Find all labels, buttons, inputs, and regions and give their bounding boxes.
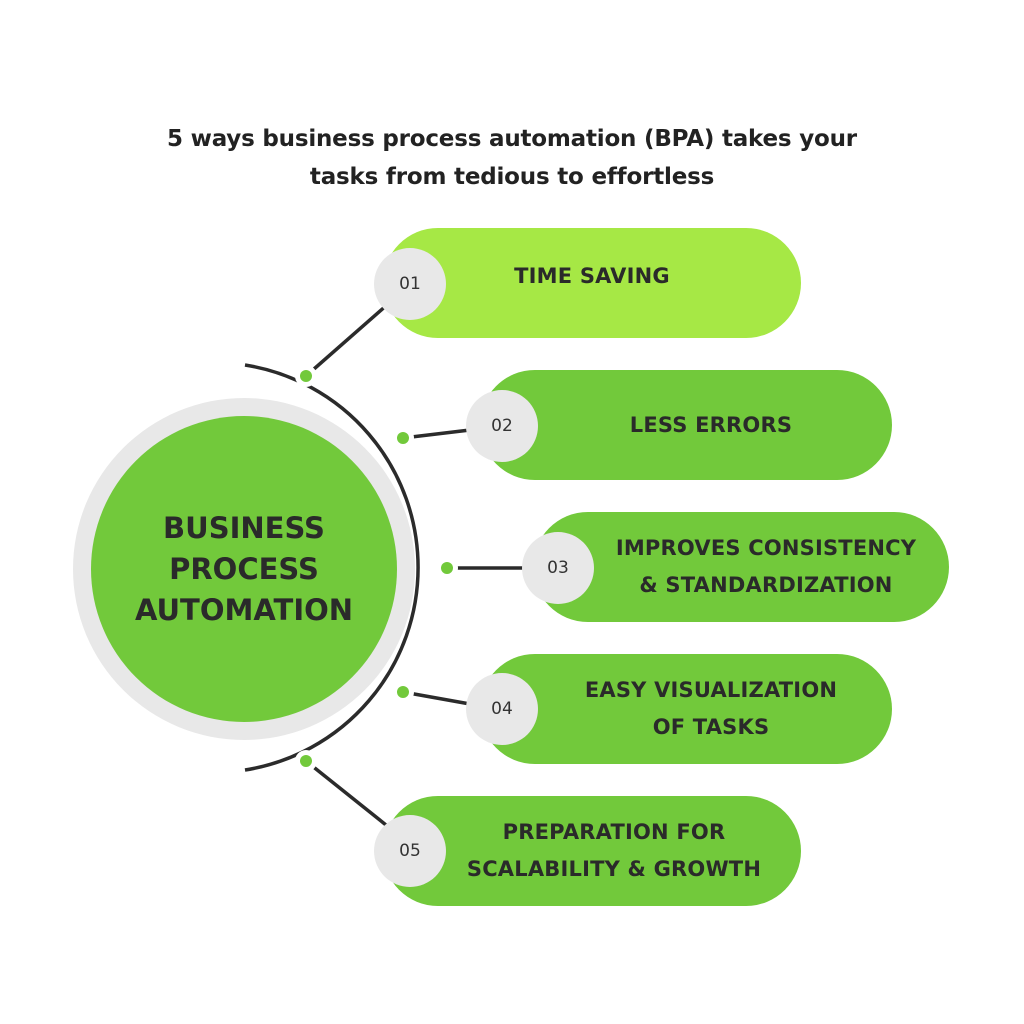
step-label: IMPROVES CONSISTENCY [615, 536, 917, 560]
step-card-01: TIME SAVING [383, 228, 801, 338]
step-card-02: LESS ERRORS [480, 370, 892, 480]
step-number-badge-02: 02 [466, 390, 538, 462]
step-label: EASY VISUALIZATION [584, 678, 838, 702]
title-line-2: tasks from tedious to effortless [309, 164, 715, 190]
node-dot-05 [295, 750, 317, 772]
step-number-badge-05: 05 [374, 815, 446, 887]
hub-circle: BUSINESS PROCESS AUTOMATION [91, 416, 397, 722]
step-label: OF TASKS [652, 715, 770, 739]
step-label: LESS ERRORS [629, 412, 793, 437]
step-number-badge-01: 01 [374, 248, 446, 320]
step-label: TIME SAVING [514, 263, 670, 288]
node-dot-02 [392, 427, 414, 449]
step-number-badge-04: 04 [466, 673, 538, 745]
hub-label-line: PROCESS [169, 551, 319, 586]
node-dot-04 [392, 681, 414, 703]
step-card-03: IMPROVES CONSISTENCY & STANDARDIZATION [533, 512, 949, 622]
connector-line-04 [402, 690, 471, 706]
arc-connector [244, 363, 420, 772]
step-label: PREPARATION FOR [502, 820, 726, 844]
connector-line-01 [304, 295, 398, 378]
step-card-04: EASY VISUALIZATION OF TASKS [480, 654, 892, 764]
step-number-badge-03: 03 [522, 532, 594, 604]
node-dot-03 [436, 557, 458, 579]
connector-line-05 [304, 759, 398, 835]
hub-label-line: BUSINESS [163, 510, 325, 545]
node-dot-01 [295, 365, 317, 387]
step-card-05: PREPARATION FOR SCALABILITY & GROWTH [383, 796, 801, 906]
step-label: & STANDARDIZATION [639, 573, 893, 597]
step-label: SCALABILITY & GROWTH [466, 857, 762, 881]
hub-label-line: AUTOMATION [134, 592, 354, 627]
connector-line-02 [402, 428, 471, 440]
title-line-1: 5 ways business process automation (BPA)… [167, 126, 857, 152]
